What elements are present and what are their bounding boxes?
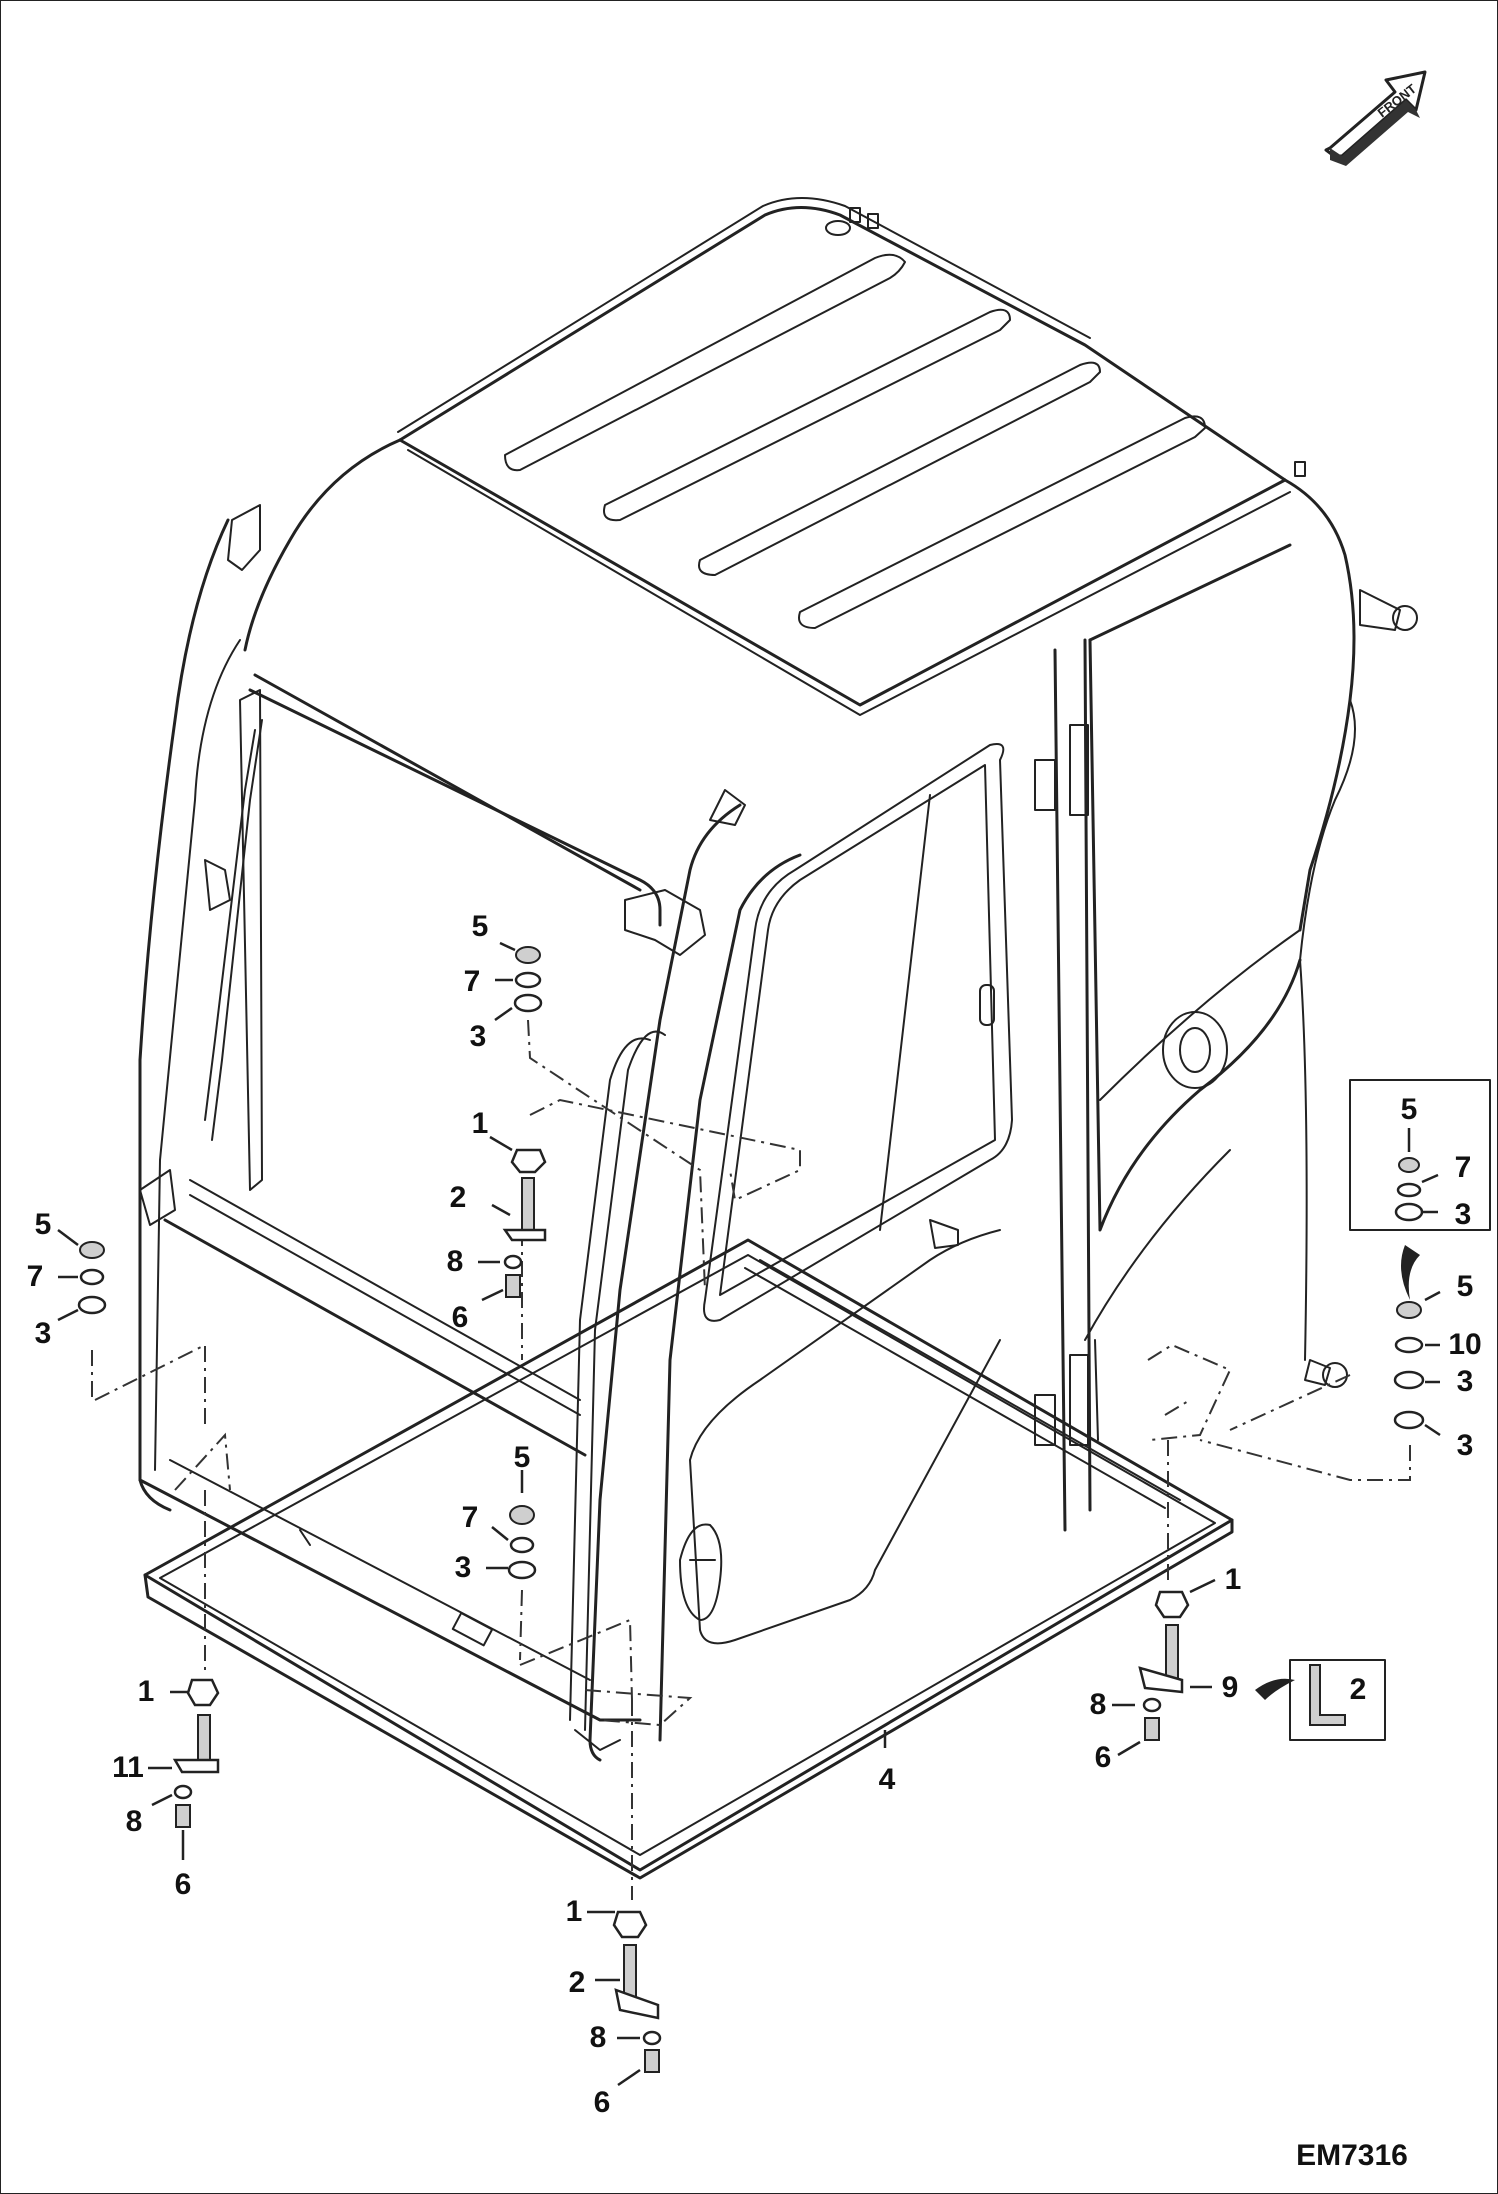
callout-lowerleft-11: 11 [112, 1751, 144, 1784]
callout-bottomright-6: 6 [1094, 1741, 1112, 1774]
callout-right-3a: 3 [1456, 1365, 1474, 1398]
callout-left-7: 7 [26, 1260, 44, 1293]
callout-bottomright-9: 9 [1221, 1671, 1239, 1704]
callout-bottomright-1: 1 [1224, 1563, 1242, 1596]
inset-box-bracket [1289, 1659, 1386, 1741]
callout-mid-3: 3 [469, 1020, 487, 1053]
fastener-stack-bottom [587, 1730, 887, 2087]
callout-mid-6: 6 [451, 1301, 469, 1334]
fastener-stack-center [486, 1470, 537, 1580]
cab-door [679, 543, 1292, 1645]
callout-mid-1: 1 [471, 1107, 489, 1140]
fastener-stack-bottom-right [1112, 1578, 1216, 1757]
inset-box-washer-stack [1349, 1079, 1491, 1231]
callout-inset-7: 7 [1454, 1151, 1472, 1184]
inset-bracket-part [1309, 1664, 1346, 1726]
inset-bracket-pointer [1255, 1678, 1295, 1700]
callout-bottomright-8: 8 [1089, 1688, 1107, 1721]
callout-center-5: 5 [513, 1441, 531, 1474]
cab-front-pillars [569, 789, 802, 1762]
callout-inset-bracket-2: 2 [1349, 1673, 1367, 1706]
mount-outlines [94, 1098, 1232, 1727]
floor-frame [143, 1238, 1234, 1880]
callout-floor-frame-4: 4 [878, 1763, 896, 1796]
callout-lowerleft-8: 8 [125, 1805, 143, 1838]
fastener-stack-lower-left [148, 1678, 220, 1860]
callout-mid-2: 2 [449, 1181, 467, 1214]
cab-right-rear [1084, 589, 1418, 1388]
callout-left-3: 3 [34, 1317, 52, 1350]
drawing-id-label: EM7316 [1296, 2139, 1408, 2172]
cab-left-side [138, 438, 662, 1722]
callout-bottom-8: 8 [589, 2021, 607, 2054]
fastener-stack-right [1393, 1128, 1441, 1437]
callout-bottom-2: 2 [568, 1966, 586, 1999]
callout-right-10: 10 [1448, 1328, 1482, 1361]
callout-right-3b: 3 [1456, 1429, 1474, 1462]
callout-mid-8: 8 [446, 1245, 464, 1278]
callout-mid-7: 7 [463, 965, 481, 998]
callout-lowerleft-6: 6 [174, 1868, 192, 1901]
callout-mid-5: 5 [471, 910, 489, 943]
callout-bottom-1: 1 [565, 1895, 583, 1928]
callout-left-5: 5 [34, 1208, 52, 1241]
center-lines [91, 1019, 1411, 1900]
callout-inset-3: 3 [1454, 1198, 1472, 1231]
callout-inset-5: 5 [1400, 1093, 1418, 1126]
callout-lowerleft-1: 1 [137, 1675, 155, 1708]
cab-roof [397, 197, 1356, 932]
fastener-stack-left [57, 1229, 107, 1322]
callout-center-3: 3 [454, 1551, 472, 1584]
callout-bottom-6: 6 [593, 2086, 611, 2119]
fastener-stack-mid-upper [478, 941, 547, 1302]
callout-right-5: 5 [1456, 1270, 1474, 1303]
front-direction-arrow: FRONT [1324, 70, 1427, 166]
inset-box-pointer [1401, 1245, 1420, 1300]
callout-center-7: 7 [461, 1501, 479, 1534]
